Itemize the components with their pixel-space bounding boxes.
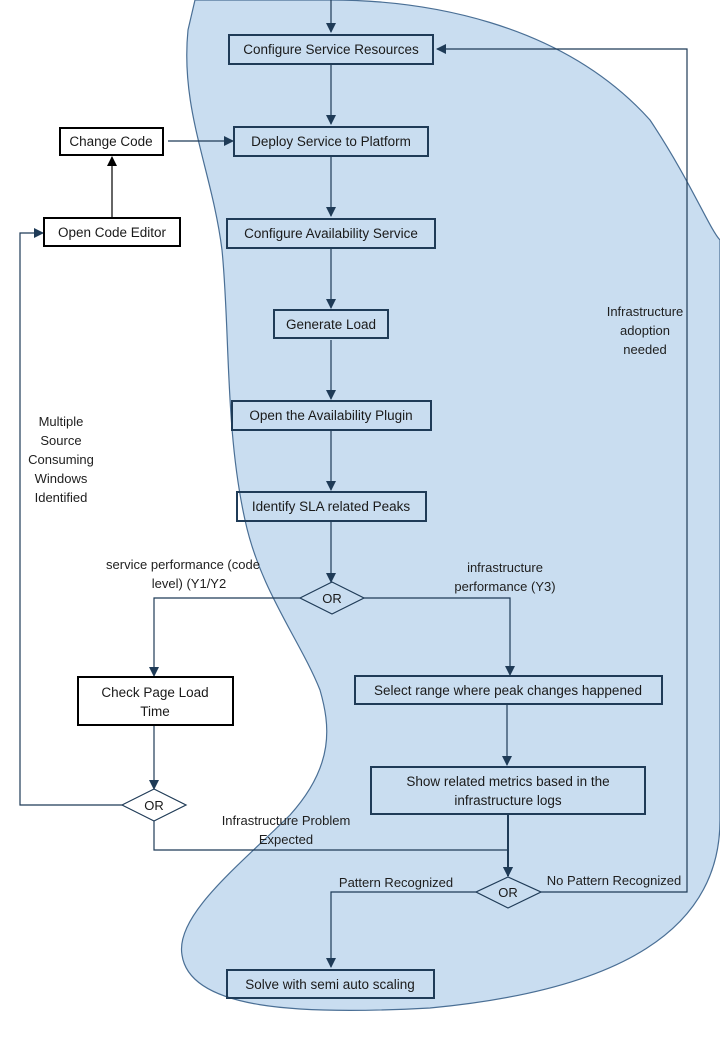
node-configure-resources: Configure Service Resources [228,34,434,65]
label-infra-performance-line1: infrastructure [467,560,543,575]
node-show-metrics-line1: Show related metrics based in the [406,774,609,789]
node-select-range-label: Select range where peak changes happened [374,683,642,698]
node-open-code-editor-label: Open Code Editor [58,225,167,240]
node-check-page-load-line1: Check Page Load [101,685,208,700]
label-service-performance-line2: level) (Y1/Y2 [152,576,226,591]
node-configure-resources-label: Configure Service Resources [243,42,419,57]
or-gate-1-label: OR [322,591,342,606]
label-service-performance: service performance (code level) (Y1/Y2 [106,557,260,591]
node-select-range: Select range where peak changes happened [354,675,663,705]
node-open-plugin-label: Open the Availability Plugin [249,408,412,423]
edge-or2-editor [19,228,122,806]
label-multiple-source-line2: Source [40,433,81,448]
label-infra-adoption-line2: adoption [620,323,670,338]
edge-or1-pageload [149,597,300,677]
label-infra-performance-line2: performance (Y3) [454,579,555,594]
node-deploy-label: Deploy Service to Platform [251,134,411,149]
label-infra-problem-line1: Infrastructure Problem [222,813,351,828]
label-infra-adoption: Infrastructure adoption needed [607,304,684,357]
label-multiple-source: Multiple Source Consuming Windows Identi… [28,414,94,505]
node-change-code: Change Code [59,127,164,156]
or-gate-3-label: OR [498,885,518,900]
edge-or1-range [364,597,515,676]
node-check-page-load: Check Page Load Time [77,676,234,726]
node-change-code-label: Change Code [69,134,152,149]
label-service-performance-line1: service performance (code [106,557,260,572]
node-solve: Solve with semi auto scaling [226,969,435,999]
label-pattern-recognized: Pattern Recognized [339,875,453,890]
or-gate-3: OR [474,876,543,909]
label-infra-problem: Infrastructure Problem Expected [222,813,351,847]
node-open-code-editor: Open Code Editor [43,217,181,247]
or-gate-2-label: OR [144,798,164,813]
node-show-metrics-line2: infrastructure logs [454,793,562,808]
node-open-plugin: Open the Availability Plugin [231,400,432,431]
node-configure-availability-label: Configure Availability Service [244,226,418,241]
label-infra-adoption-line1: Infrastructure [607,304,684,319]
node-generate-load: Generate Load [273,309,389,339]
node-generate-load-label: Generate Load [286,317,376,332]
node-configure-availability: Configure Availability Service [226,218,436,249]
node-deploy: Deploy Service to Platform [233,126,429,157]
label-no-pattern: No Pattern Recognized [547,873,681,888]
infrastructure-region [180,0,720,1012]
label-infra-adoption-line3: needed [623,342,666,357]
label-infra-problem-line2: Expected [259,832,313,847]
label-multiple-source-line3: Consuming [28,452,94,467]
label-multiple-source-line4: Windows [35,471,88,486]
node-check-page-load-line2: Time [140,704,170,719]
node-identify-peaks-label: Identify SLA related Peaks [252,499,411,514]
label-multiple-source-line5: Identified [35,490,88,505]
node-show-metrics: Show related metrics based in the infras… [370,766,646,815]
node-solve-label: Solve with semi auto scaling [245,977,415,992]
or-gate-1: OR [298,581,366,615]
label-infra-performance: infrastructure performance (Y3) [454,560,555,594]
or-gate-2: OR [120,788,188,822]
edge-or3-configure [436,44,688,893]
edge-or3-solve [326,891,476,968]
node-identify-peaks: Identify SLA related Peaks [236,491,427,522]
label-multiple-source-line1: Multiple [39,414,84,429]
